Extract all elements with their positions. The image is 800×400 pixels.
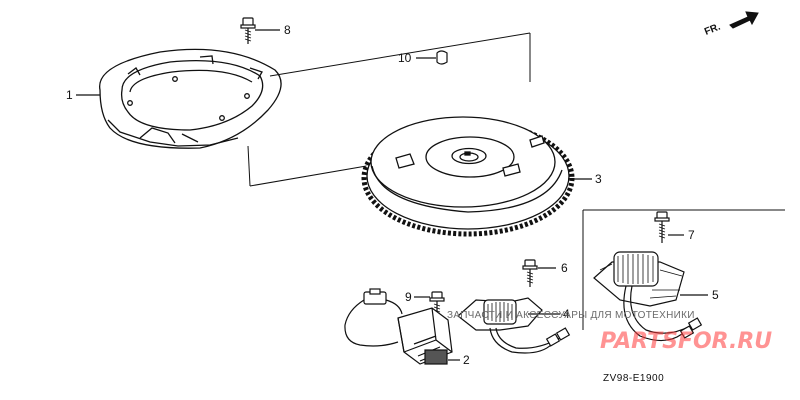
callout-9: 9 xyxy=(405,290,412,304)
watermark-text: ЗАПЧАСТИ И АКСЕССУАРЫ ДЛЯ МОТОТЕХНИКИ xyxy=(447,310,695,321)
watermark: ЗАПЧАСТИ И АКСЕССУАРЫ ДЛЯ МОТОТЕХНИКИ PA… xyxy=(447,310,772,354)
diagram-code: ZV98-E1900 xyxy=(603,373,664,384)
lighting-coil-assembly-frame xyxy=(582,209,785,330)
callout-4: 4 xyxy=(563,307,570,321)
flywheel-cover-1 xyxy=(76,48,282,149)
callout-5: 5 xyxy=(712,288,719,302)
charge-coil-4 xyxy=(457,297,571,354)
callout-3: 3 xyxy=(595,172,602,186)
callout-1: 1 xyxy=(66,88,73,102)
lighting-coil-5 xyxy=(593,251,708,342)
callout-2: 2 xyxy=(463,353,470,367)
bolt-8 xyxy=(240,17,280,44)
callout-8: 8 xyxy=(284,23,291,37)
direction-arrow-icon xyxy=(729,11,759,29)
flywheel-3 xyxy=(361,116,592,237)
front-direction-indicator: FR. xyxy=(703,11,759,38)
assembly-guide-lines xyxy=(247,32,531,187)
callout-7: 7 xyxy=(688,228,695,242)
callout-6: 6 xyxy=(561,261,568,275)
bolt-6 xyxy=(522,259,556,287)
direction-label: FR. xyxy=(703,21,722,37)
woodruff-key-10 xyxy=(416,50,448,65)
bolt-7 xyxy=(654,211,684,243)
ignition-coil-2 xyxy=(344,288,460,365)
watermark-logo: PARTSFOR.RU xyxy=(600,329,772,354)
